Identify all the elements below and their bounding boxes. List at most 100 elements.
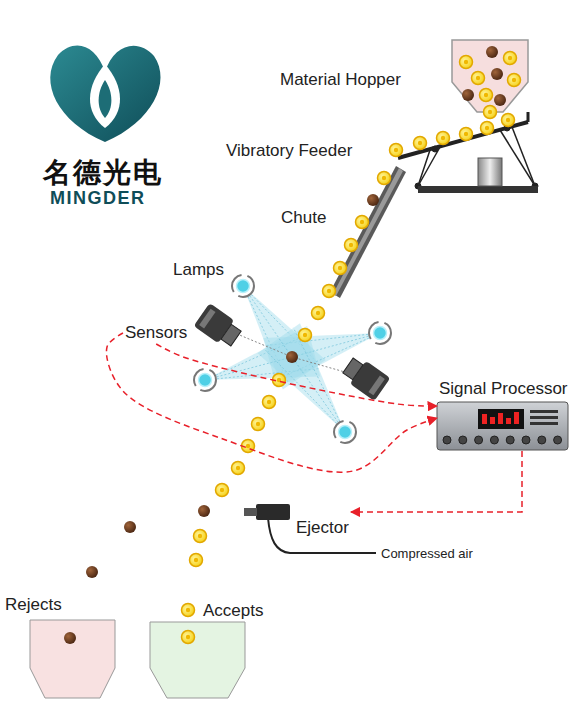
reject-particle	[286, 351, 298, 363]
processor-button	[538, 436, 546, 444]
brand-name: MINGDER	[50, 188, 146, 209]
particle-core	[316, 311, 320, 315]
part-name: Ejector	[296, 518, 349, 538]
vibratory-feeder	[398, 112, 538, 193]
accept-particle	[502, 114, 515, 127]
accept-particle	[252, 418, 265, 431]
rejects-bin	[30, 620, 115, 698]
processor-button	[506, 436, 514, 444]
particle-core	[246, 444, 250, 448]
accept-particle	[378, 172, 391, 185]
signal-line	[156, 344, 437, 406]
lamp-bulb	[237, 280, 250, 293]
reject-particle	[491, 68, 503, 80]
particle-core	[464, 132, 468, 136]
lamp-ring	[369, 322, 391, 344]
part-label-box: Ejector	[240, 502, 351, 539]
accept-particle	[232, 462, 245, 475]
accept-particle	[312, 307, 325, 320]
accept-particle	[194, 530, 207, 543]
part-name: Material Hopper	[280, 70, 401, 90]
accept-particle	[472, 72, 485, 85]
part-label-box: Sensors	[123, 322, 189, 344]
reject-particle	[494, 94, 506, 106]
reject-particle	[486, 46, 498, 58]
lamps	[194, 275, 391, 443]
accept-particle	[216, 484, 229, 497]
accept-particle	[437, 132, 450, 145]
particle-core	[488, 110, 492, 114]
lamp-ring	[194, 369, 216, 391]
reject-particle	[462, 89, 474, 101]
lamp-ring	[334, 421, 356, 443]
accept-particle	[334, 262, 347, 275]
processor-button	[443, 436, 451, 444]
accept-particle	[484, 106, 497, 119]
accept-particle	[390, 144, 403, 157]
accept-particle	[460, 56, 473, 69]
air-supply-label: Compressed air	[381, 546, 473, 561]
particle-core	[512, 78, 516, 82]
part-name: Signal Processor	[439, 379, 568, 399]
ejector-device	[244, 504, 376, 553]
particle-core	[198, 534, 202, 538]
lamp-ring	[232, 275, 254, 297]
reject-particle	[367, 194, 379, 206]
accept-particle	[480, 89, 493, 102]
processor-button	[459, 436, 467, 444]
particle-core	[360, 220, 364, 224]
processor-button	[522, 436, 530, 444]
accept-particle	[345, 239, 358, 252]
accept-particle	[481, 122, 494, 135]
signal-processor-device	[437, 402, 568, 450]
particle-core	[194, 558, 198, 562]
material-hopper	[452, 40, 528, 112]
part-label-box: Rejects	[3, 594, 64, 616]
light-ray	[264, 349, 345, 432]
sensor-camera	[340, 354, 390, 401]
particle-core	[186, 608, 190, 612]
particle-core	[303, 333, 307, 337]
particle-core	[267, 400, 271, 404]
accept-particle	[508, 74, 521, 87]
lamp-bulb	[339, 426, 352, 439]
signal-line	[106, 333, 437, 472]
accept-particle	[182, 631, 195, 644]
particle-core	[418, 141, 422, 145]
part-label-box: Signal Processor	[437, 378, 570, 451]
part-name: Chute	[281, 208, 326, 228]
part-label-box: Accepts	[201, 600, 265, 622]
processor-button	[490, 436, 498, 444]
particle-core	[236, 466, 240, 470]
lamp-bulb	[374, 327, 387, 340]
accepts-bin	[150, 622, 245, 698]
particle-core	[508, 56, 512, 60]
light-beam	[258, 323, 345, 432]
particle-core	[186, 635, 190, 639]
sensor-camera	[194, 303, 244, 350]
chute	[330, 166, 406, 298]
part-label-box: Chute	[279, 207, 328, 229]
particle-core	[349, 243, 353, 247]
accept-particle	[323, 285, 336, 298]
accept-particle	[414, 137, 427, 150]
signal-line	[351, 451, 522, 512]
particle-core	[464, 60, 468, 64]
particle-core	[485, 126, 489, 130]
part-label-box: Vibratory Feeder	[224, 140, 354, 162]
reject-particle	[198, 505, 210, 517]
particles	[64, 46, 521, 644]
reject-particle	[86, 566, 98, 578]
part-name: Vibratory Feeder	[226, 141, 352, 161]
part-name: Rejects	[5, 595, 62, 615]
particle-core	[327, 289, 331, 293]
reject-particle	[124, 521, 136, 533]
particle-core	[338, 266, 342, 270]
light-ray	[279, 338, 345, 432]
part-label-box: Lamps	[171, 259, 226, 281]
particle-core	[220, 488, 224, 492]
light-beams	[205, 286, 380, 432]
particle-core	[256, 422, 260, 426]
